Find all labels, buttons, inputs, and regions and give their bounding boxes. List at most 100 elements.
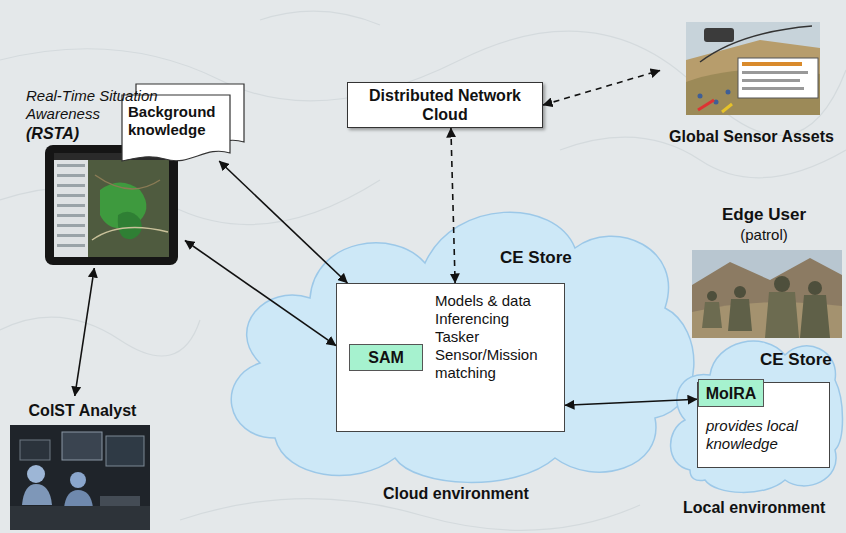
sensor-photo-part (704, 28, 734, 42)
cloud-environment-part: Cloud environment (383, 484, 529, 503)
tablet-screen-part (57, 164, 85, 167)
store-box: Models & dataInferencingTaskerSensor/Mis… (336, 283, 565, 432)
analyst-photo-part (100, 496, 140, 506)
edge-user-node: Edge User(patrol) (685, 203, 843, 340)
document-stack-part: Background knowledge (128, 103, 224, 139)
patrol-photo-part (765, 292, 799, 338)
patrol-photo-part (702, 302, 722, 328)
analyst-node: ColST Analyst (5, 396, 160, 530)
sensor-photo-part (722, 104, 732, 112)
tablet-screen-part (57, 224, 85, 227)
map-ground-part (260, 11, 380, 25)
tablet-screen-part (118, 212, 142, 239)
tablet-screen-part (57, 244, 85, 247)
connector-arrow (219, 161, 347, 283)
moira-box-part: MoIRA (699, 380, 763, 406)
sensor-photo-part (738, 58, 818, 98)
sensor-asset-node-part: Global Sensor Assets (660, 127, 843, 146)
map-ground-part (0, 317, 200, 356)
store-box-part: Inferencing (435, 310, 559, 328)
tablet-screen-part (57, 234, 85, 237)
analyst-photo-part (64, 490, 93, 508)
node-label: SAM (368, 348, 404, 367)
node-label: Distributed Network Cloud (354, 86, 536, 124)
store-box-part: Sensor/Mission matching (435, 346, 559, 382)
node-label: ColST Analyst (5, 401, 160, 420)
patrol-photo-part (692, 250, 842, 338)
node-label: (patrol) (685, 226, 843, 244)
dashed-connector (451, 128, 455, 283)
patrol-photo-part (728, 299, 752, 331)
sensor-photo-part (700, 26, 812, 62)
network-box-part: Distributed Network Cloud (348, 83, 542, 127)
analyst-photo-part (22, 484, 52, 505)
tablet-screen-part (92, 228, 168, 241)
tablet-screen-part (57, 194, 85, 197)
sensor-photo-part (698, 100, 714, 110)
analyst-photo-part (10, 425, 150, 530)
map-ground-part (180, 499, 640, 531)
rsta-node-part: (RSTA) (26, 125, 176, 143)
node-label: Global Sensor Assets (660, 127, 843, 146)
tablet-screen-part (45, 145, 178, 265)
node-label: Sensor/Mission matching (435, 346, 559, 382)
node-label: MoIRA (706, 384, 757, 403)
patrol-photo-part (734, 286, 746, 298)
store-box-part: Models & data (435, 292, 559, 310)
node-label: Inferencing (435, 310, 559, 328)
document-outline-part (122, 95, 230, 161)
node-label: (RSTA) (26, 125, 176, 143)
analyst-photo-part (70, 472, 86, 488)
sensor-photo-part (742, 71, 808, 74)
node-label: Tasker (435, 328, 559, 346)
patrol-photo (692, 250, 842, 338)
edge-user-node-part: (patrol) (685, 226, 843, 244)
connector-arrow (565, 399, 697, 405)
tablet-screen-part (57, 184, 85, 187)
analyst-photo-part (106, 436, 144, 466)
node-label: Edge User (685, 205, 843, 225)
analyst-node-part: ColST Analyst (5, 401, 160, 420)
tablet-screen (45, 145, 178, 265)
analyst-photo-part (62, 432, 102, 460)
patrol-photo-part (692, 258, 842, 338)
moira-box: MoIRA (698, 379, 764, 407)
node-label: Local environment (683, 498, 825, 517)
rsta-node-part: Real-Time Situation Awareness (26, 87, 176, 123)
cloud-outline-part (231, 212, 694, 482)
patrol-photo-part (774, 276, 790, 292)
sensor-photo-part (742, 62, 802, 66)
tablet-screen-part (57, 214, 85, 217)
cloud-outline-part (671, 341, 843, 492)
sensor-asset-node: Global Sensor Assets (660, 20, 843, 146)
sensor-photo-part (698, 94, 703, 99)
cloud-environment: CE StoreCloud environment Models & dataIn… (215, 188, 695, 505)
dashed-connector (543, 70, 660, 105)
node-label: provides local knowledge (706, 417, 824, 453)
node-label: Background knowledge (128, 103, 224, 139)
node-label: Models & data (435, 292, 559, 310)
rsta-node: Real-Time Situation Awareness (RSTA) (20, 85, 185, 268)
edge-user-node-part: Edge User (685, 205, 843, 225)
sensor-photo-part (726, 90, 731, 95)
sensor-photo-part (686, 22, 820, 115)
analyst-photo-part (10, 506, 150, 530)
tablet-screen-part (95, 175, 160, 189)
local-environment: CE StoreLocal environmentprovides local … (665, 330, 843, 520)
connector-arrow (75, 268, 95, 396)
document-stack: Background knowledge (122, 95, 230, 161)
analyst-photo (10, 425, 150, 530)
tablet-screen-part (57, 174, 85, 177)
patrol-photo-part (808, 281, 822, 295)
node-label: CE Store (500, 248, 572, 268)
analyst-photo-part (20, 440, 50, 460)
sensor-photo-part (686, 40, 820, 115)
sensor-photo-part (714, 100, 719, 105)
sam-box: SAM (349, 344, 423, 371)
tablet-screen-part (54, 153, 169, 257)
connector-arrow (185, 241, 336, 346)
